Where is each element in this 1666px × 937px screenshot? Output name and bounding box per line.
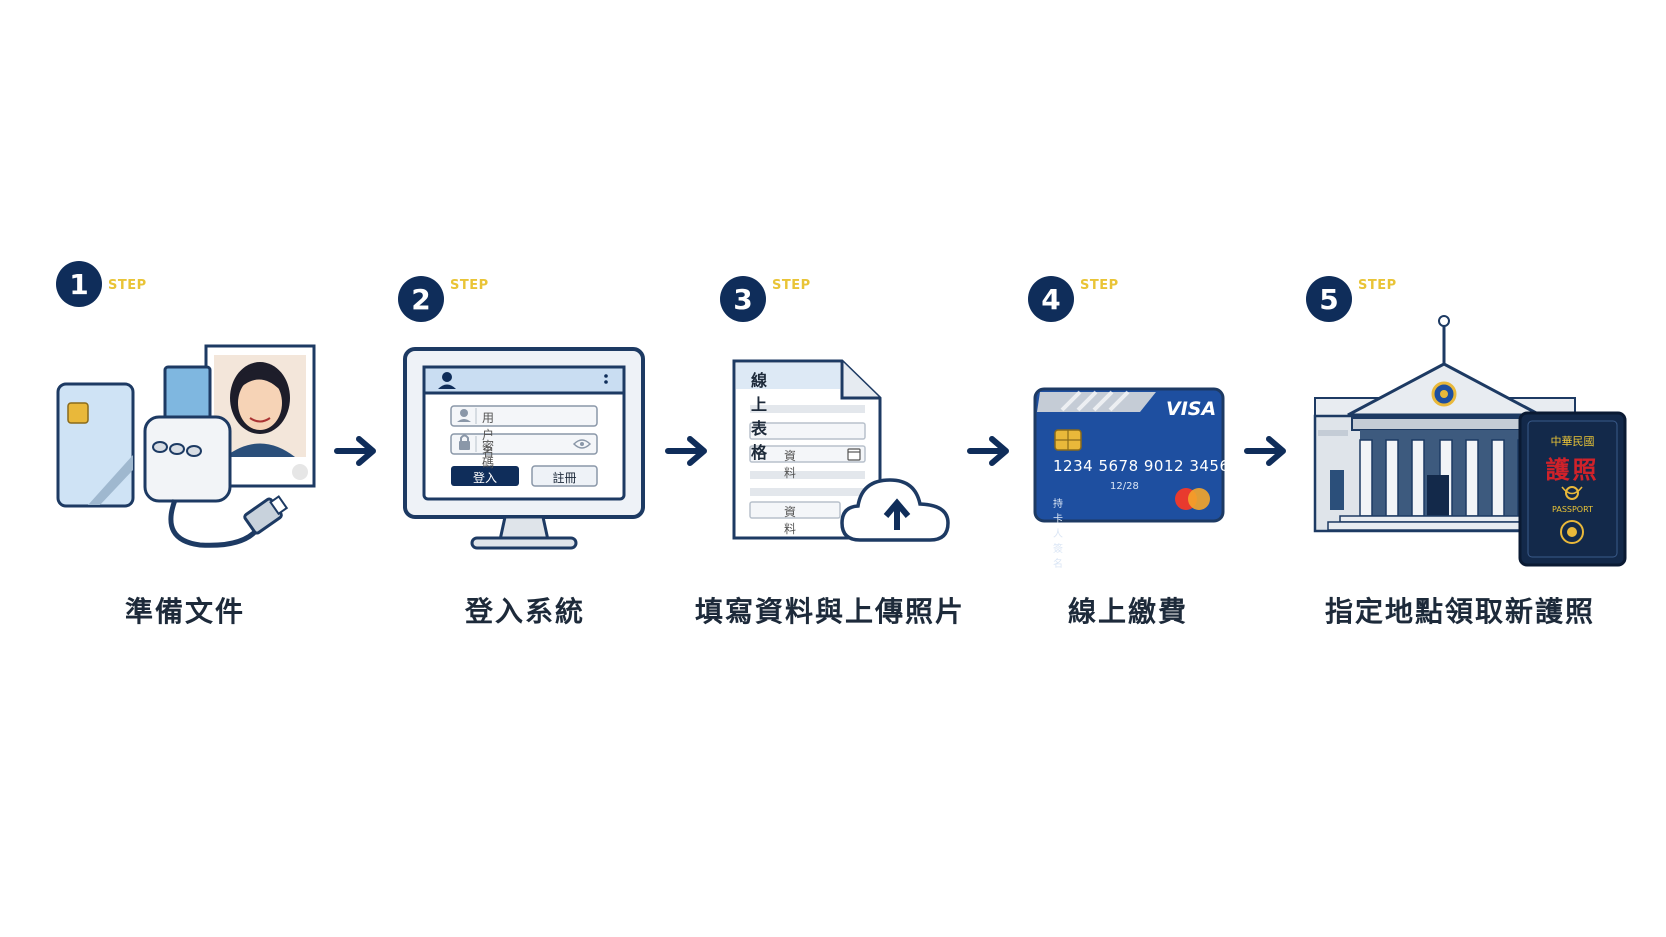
register-button-shape	[531, 465, 598, 487]
card-reader-icon	[143, 365, 289, 548]
login-button-shape	[451, 466, 519, 486]
arrow-right-icon	[334, 436, 376, 466]
step-3-label: STEP	[772, 278, 811, 293]
step-4-label: STEP	[1080, 278, 1119, 293]
card-number: 1234 5678 9012 3456	[1053, 457, 1230, 475]
arrow-right-icon	[1244, 436, 1286, 466]
step-3-number-badge: 3	[720, 276, 766, 322]
id-card-icon	[56, 382, 135, 508]
credit-card-illustration	[1033, 387, 1225, 523]
password-field	[450, 433, 598, 455]
step-5-label: STEP	[1358, 278, 1397, 293]
eye-icon	[572, 439, 592, 449]
username-field	[450, 405, 598, 427]
passport-country: 中華民國	[1550, 435, 1595, 448]
cloud-upload-icon	[840, 478, 950, 542]
step-1-number-badge: 1	[56, 261, 102, 307]
step-1-label: STEP	[108, 278, 147, 293]
id-photo-icon	[204, 344, 316, 488]
document-icon	[732, 359, 882, 540]
password-input-text[interactable]: 密碼	[482, 439, 495, 470]
passport-icon	[1518, 411, 1627, 567]
register-button[interactable]: 註冊	[552, 471, 577, 485]
passport-english: PASSPORT	[1552, 505, 1593, 514]
step-3-caption: 填寫資料與上傳照片	[694, 595, 965, 628]
username-input-text[interactable]: 用户名	[482, 411, 495, 459]
step-4-caption: 線上繳費	[1067, 595, 1188, 628]
step-2-number-badge: 2	[398, 276, 444, 322]
monitor-login-illustration	[403, 347, 645, 550]
arrow-right-icon	[665, 436, 707, 466]
step-5-number-badge: 5	[1306, 276, 1352, 322]
emblem-icon	[1561, 486, 1583, 500]
government-building-illustration	[1313, 315, 1627, 567]
user-icon	[438, 372, 456, 389]
card-holder: 持卡人簽名	[1053, 499, 1063, 570]
form-field-a[interactable]: 資料	[784, 449, 797, 480]
card-brand: VISA	[1166, 398, 1217, 420]
arrow-right-icon	[967, 436, 1009, 466]
calendar-icon	[847, 448, 861, 461]
step-2-caption: 登入系統	[464, 595, 585, 628]
step-4-number-badge: 4	[1028, 276, 1074, 322]
form-title: 線上表格	[751, 371, 768, 462]
seal-icon	[1560, 520, 1584, 544]
mastercard-logo-icon	[1175, 488, 1210, 510]
passport-title: 護照	[1545, 456, 1600, 484]
step-1-caption: 準備文件	[124, 595, 245, 628]
step-5-caption: 指定地點領取新護照	[1324, 595, 1595, 628]
step-2-label: STEP	[450, 278, 489, 293]
credit-card-icon	[1033, 387, 1225, 523]
documents-illustration	[56, 344, 316, 548]
login-button[interactable]: 登入	[472, 471, 497, 485]
form-field-b[interactable]: 資料	[784, 505, 797, 536]
card-expiry: 12/28	[1110, 481, 1139, 492]
online-form-illustration	[732, 359, 950, 542]
